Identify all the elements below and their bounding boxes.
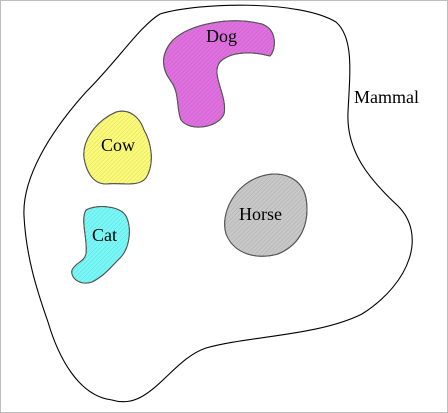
mammal-set-outline <box>23 4 413 403</box>
cow-region: Cow <box>83 110 152 185</box>
horse-label: Horse <box>239 204 282 224</box>
dog-hatch <box>163 20 275 128</box>
dog-label: Dog <box>206 26 237 46</box>
horse-hatch <box>224 173 308 257</box>
cat-label: Cat <box>92 225 117 245</box>
cat-hatch <box>71 206 130 284</box>
cat-region: Cat <box>71 206 130 284</box>
dog-region: Dog <box>163 20 275 128</box>
horse-region: Horse <box>224 173 308 257</box>
cow-hatch <box>83 110 152 185</box>
mammal-label: Mammal <box>354 87 419 107</box>
cow-label: Cow <box>101 135 135 155</box>
